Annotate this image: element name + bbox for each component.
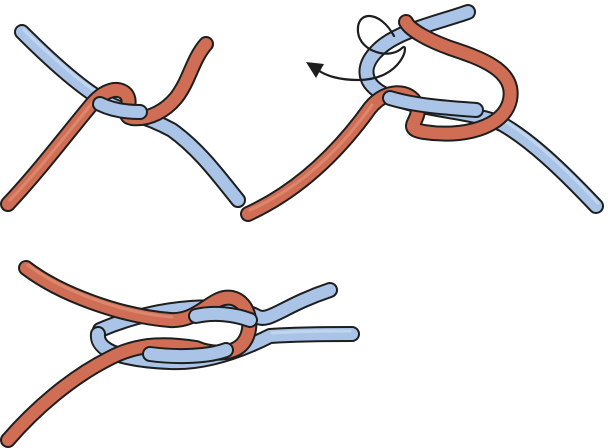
step-2-illustration [240,0,608,230]
step-3-illustration [0,250,370,448]
blue-rope-over-segment [100,104,140,112]
knot-step-2 [240,0,608,230]
blue-rope-over-segment [390,98,476,110]
step-1-illustration [0,0,250,220]
knot-step-3 [0,250,370,448]
knot-step-1 [0,0,250,220]
